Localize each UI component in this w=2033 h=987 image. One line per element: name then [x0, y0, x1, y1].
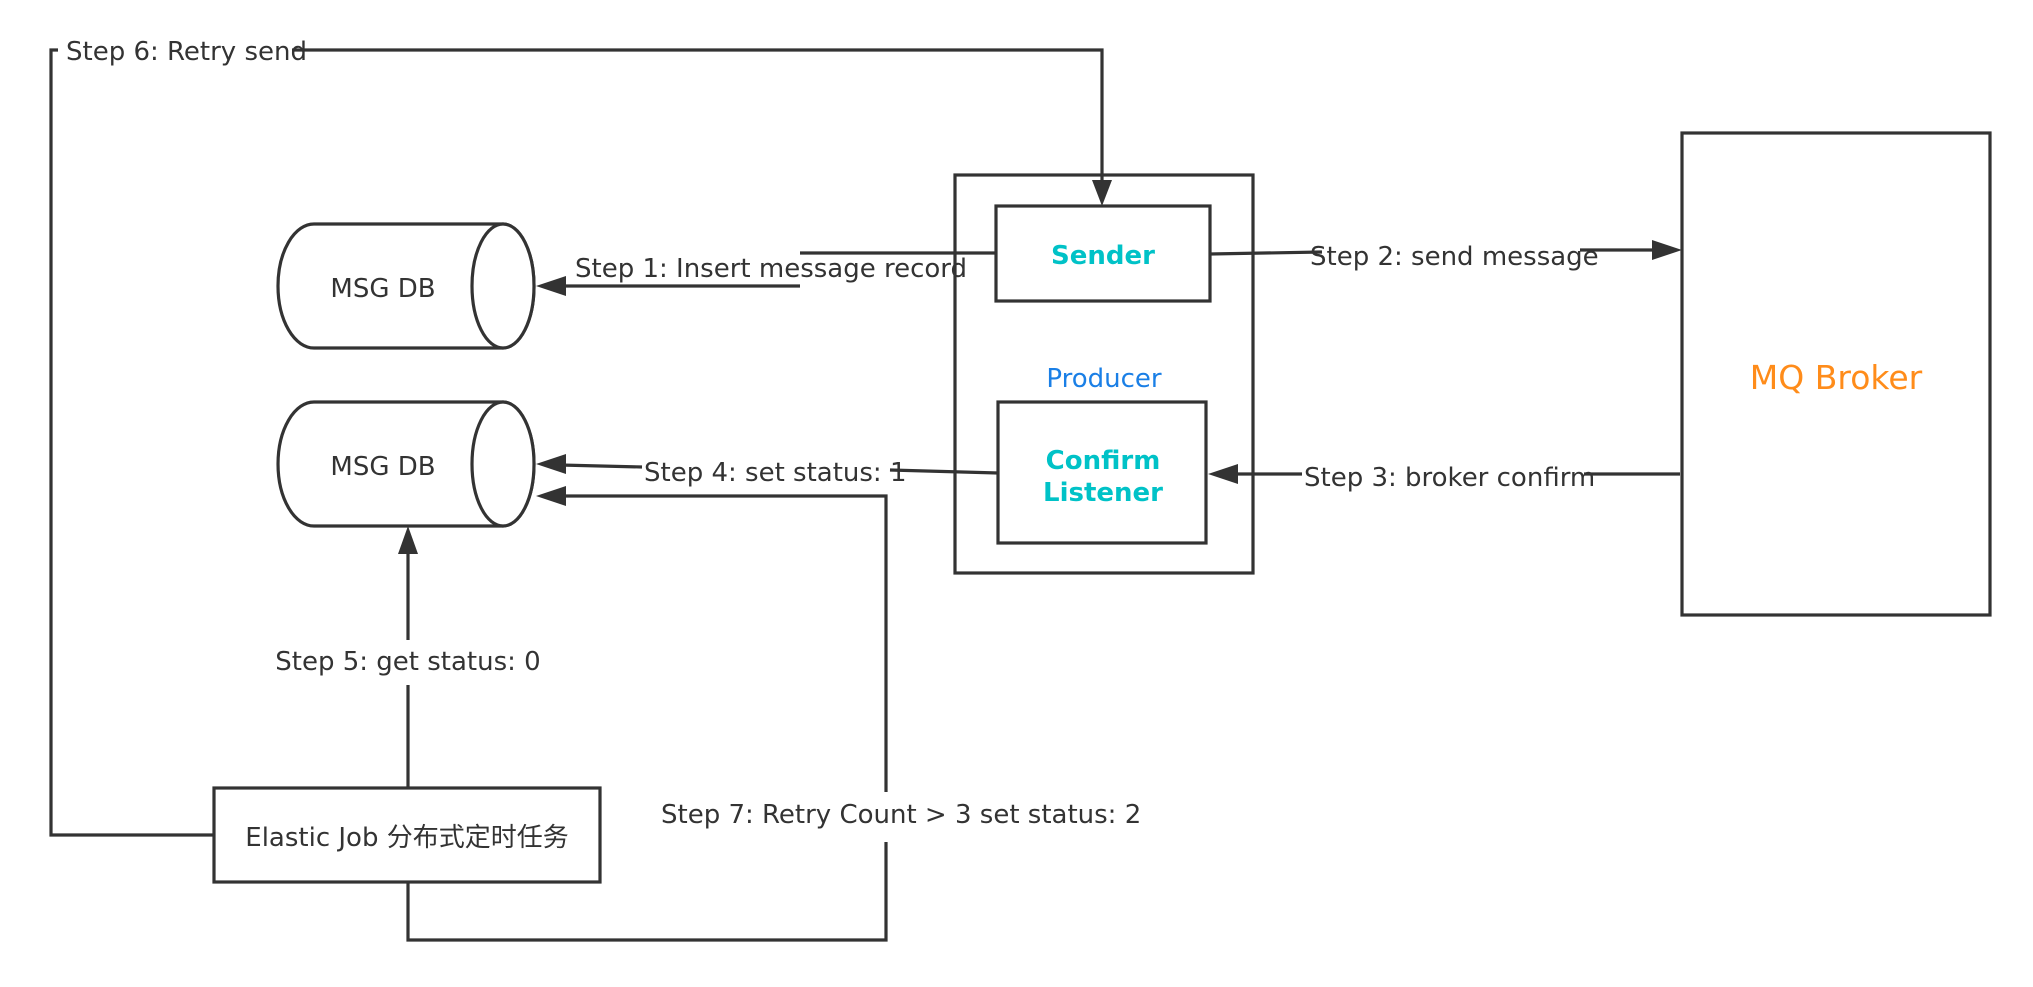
step5-label: Step 5: get status: 0 [275, 647, 540, 677]
sender-label: Sender [1051, 241, 1155, 271]
msg-db-bottom-label: MSG DB [330, 452, 435, 482]
mq-broker-node: MQ Broker [1680, 131, 1992, 617]
edge-step4 [536, 454, 999, 475]
confirm-listener-node: Confirm Listener [996, 400, 1208, 545]
producer-label: Producer [1046, 364, 1162, 394]
step4-label: Step 4: set status: 1 [644, 458, 907, 488]
edge-step1 [536, 251, 996, 296]
elastic-job-node: Elastic Job 分布式定时任务 [212, 786, 602, 884]
step7-label: Step 7: Retry Count > 3 set status: 2 [661, 800, 1141, 830]
producer-container: Producer [953, 173, 1255, 575]
msg-db-top-cylinder: MSG DB [276, 222, 536, 350]
edge-step2 [1209, 240, 1682, 260]
confirm-listener-label-line1: Confirm [1046, 446, 1161, 476]
step6-label: Step 6: Retry send [66, 37, 307, 67]
msg-db-bottom-cylinder: MSG DB [276, 400, 536, 528]
sender-node: Sender [994, 204, 1212, 303]
edge-step6 [49, 48, 1112, 837]
edge-step3 [1208, 464, 1680, 484]
step2-label: Step 2: send message [1310, 242, 1599, 272]
edge-step5 [398, 526, 418, 788]
step3-label: Step 3: broker confirm [1304, 463, 1595, 493]
elastic-job-label: Elastic Job 分布式定时任务 [245, 823, 568, 853]
step1-label: Step 1: Insert message record [575, 254, 967, 284]
edge-step7 [406, 486, 888, 942]
confirm-listener-label-line2: Listener [1043, 478, 1163, 508]
msg-db-top-label: MSG DB [330, 274, 435, 304]
mq-broker-label: MQ Broker [1750, 358, 1923, 397]
